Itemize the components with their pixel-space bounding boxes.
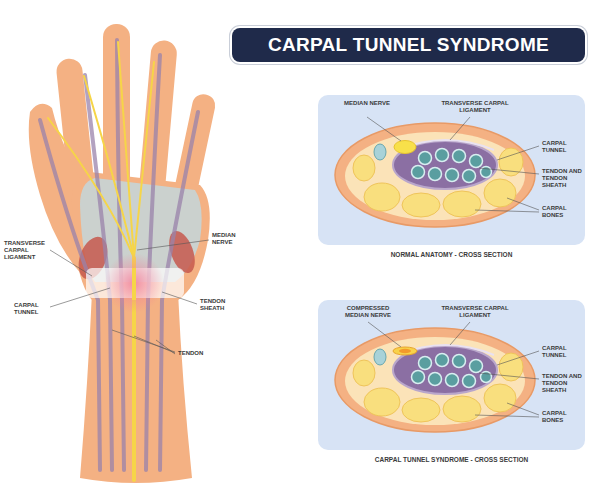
leader-line (479, 373, 539, 379)
part-label: CARPAL BONES (542, 205, 584, 219)
cross-section-syndrome (429, 373, 442, 386)
panel-caption: NORMAL ANATOMY - CROSS SECTION (318, 251, 585, 259)
inflammation-glow (104, 253, 164, 313)
cross-section-syndrome (443, 396, 481, 422)
median-nerve (132, 258, 136, 480)
cross-section-syndrome (335, 328, 535, 432)
leader-line (368, 322, 539, 417)
leader-line (507, 403, 539, 415)
cross-section-syndrome (318, 300, 585, 450)
part-label: TRANSVERSE CARPAL LIGAMENT (4, 240, 48, 261)
part-label: CARPAL TUNNEL (542, 345, 584, 359)
leader-line (479, 168, 539, 174)
leader-line (450, 117, 470, 140)
cross-section-syndrome (436, 354, 449, 367)
leader-line (162, 292, 197, 304)
cross-section-normal (484, 179, 516, 207)
cross-section-normal (446, 169, 459, 182)
title-text: CARPAL TUNNEL SYNDROME (268, 34, 549, 56)
cross-section-syndrome (353, 360, 375, 386)
cross-section-syndrome (345, 337, 525, 425)
leader-line (134, 336, 175, 353)
cross-section-normal (453, 150, 466, 163)
cross-section-syndrome (412, 354, 492, 388)
part-label: COMPRESSED MEDIAN NERVE (340, 305, 396, 319)
tendons (40, 40, 198, 470)
cross-section-syndrome (463, 375, 476, 388)
nerve-at-wrist (132, 268, 136, 300)
leader-line (507, 198, 539, 210)
leader-line (475, 415, 539, 417)
cross-section-normal (394, 141, 416, 154)
leader-line (368, 322, 401, 347)
cross-section-syndrome (446, 374, 459, 387)
cross-section-normal (412, 166, 425, 179)
part-label: TRANSVERSE CARPAL LIGAMENT (440, 305, 510, 319)
leader-line (367, 117, 539, 212)
part-label: TRANSVERSE CARPAL LIGAMENT (440, 100, 510, 114)
leader-line (475, 210, 539, 212)
leader-line (137, 240, 209, 250)
hand-skin (29, 24, 218, 483)
title-banner: CARPAL TUNNEL SYNDROME (232, 28, 585, 62)
cross-section-syndrome (419, 357, 432, 370)
cross-section-normal (345, 132, 525, 220)
cross-section-syndrome (374, 349, 386, 365)
leader-line (50, 240, 209, 354)
cross-section-normal (470, 155, 483, 168)
leader-line (367, 117, 401, 141)
cross-section-normal (393, 141, 497, 189)
cross-section-normal (374, 144, 386, 160)
part-label: TENDON AND TENDON SHEATH (542, 168, 584, 189)
cross-section-syndrome (318, 300, 585, 450)
cross-section-normal (353, 155, 375, 181)
cross-section-normal (443, 191, 481, 217)
cross-section-normal (402, 193, 440, 217)
part-label: CARPAL TUNNEL (14, 302, 48, 316)
leader-line (50, 288, 110, 307)
part-label: MEDIAN NERVE (344, 100, 390, 107)
cross-section-syndrome (393, 347, 417, 355)
part-label: TENDON SHEATH (200, 298, 236, 312)
part-label: TENDON (178, 350, 218, 357)
cross-section-normal (318, 95, 585, 245)
cross-section-syndrome (412, 371, 425, 384)
cross-section-syndrome (453, 355, 466, 368)
cross-section-syndrome (402, 398, 440, 422)
cross-section-normal (335, 123, 535, 227)
leader-line (497, 146, 539, 160)
cross-section-normal (412, 149, 492, 183)
cross-section-normal (429, 168, 442, 181)
cross-section-normal (318, 95, 585, 245)
cross-section-syndrome (470, 360, 483, 373)
cross-section-syndrome (393, 346, 497, 394)
leader-line (450, 322, 470, 345)
cross-section-syndrome (484, 384, 516, 412)
leader-line (112, 330, 175, 352)
median-nerve (118, 42, 134, 258)
part-label: CARPAL TUNNEL (542, 140, 584, 154)
cross-section-syndrome (364, 388, 400, 416)
cross-section-normal (419, 152, 432, 165)
median-nerve (134, 62, 154, 258)
part-label: TENDON AND TENDON SHEATH (542, 373, 584, 394)
cross-section-normal (436, 149, 449, 162)
leader-line (497, 351, 539, 365)
leader-line (50, 250, 92, 276)
part-label: CARPAL BONES (542, 410, 584, 424)
median-nerve (48, 118, 134, 258)
cross-section-normal (364, 183, 400, 211)
leader-line (156, 340, 175, 354)
cross-section-normal (463, 170, 476, 183)
panel-caption: CARPAL TUNNEL SYNDROME - CROSS SECTION (318, 456, 585, 464)
part-label: MEDIAN NERVE (212, 232, 244, 246)
cross-section-syndrome (399, 349, 411, 353)
